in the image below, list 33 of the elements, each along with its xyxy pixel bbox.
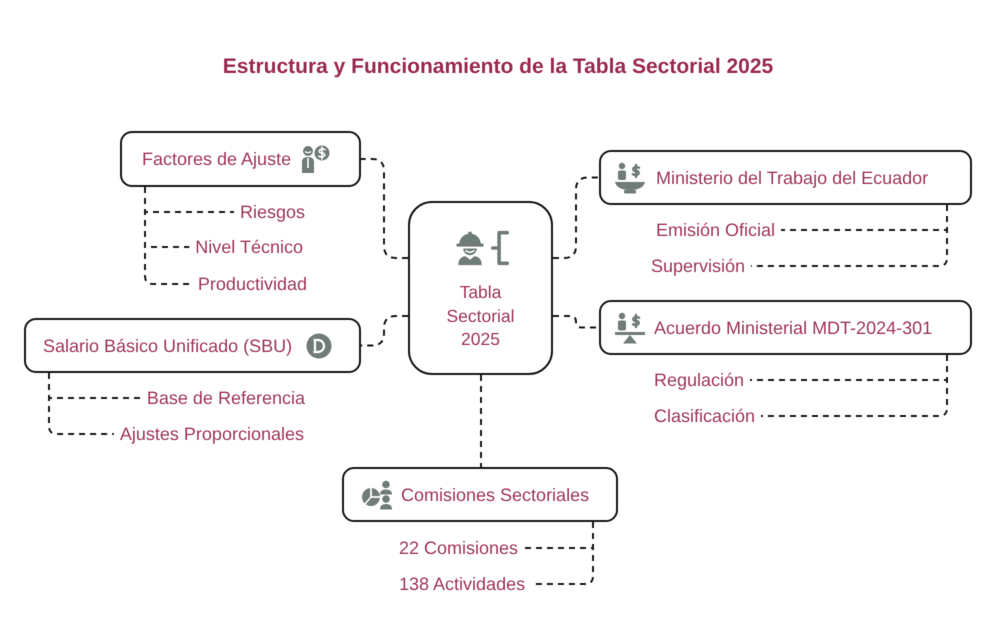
dashed-connector (761, 355, 948, 417)
dashed-connector (48, 373, 114, 435)
topic-label: Acuerdo Ministerial MDT-2024-301 (654, 316, 932, 338)
subtopic-label: Base de Referencia (140, 387, 311, 409)
topic-label: Factores de Ajuste (142, 148, 292, 170)
subtopic-label: Clasificación (648, 405, 762, 427)
subtopic-label: Productividad (192, 273, 313, 295)
subtopic-label: Ajustes Proporcionales (114, 423, 310, 445)
subtopic-label: Regulación (648, 369, 750, 391)
dashed-connector (361, 158, 408, 259)
subtopic-label: Supervisión (645, 255, 752, 277)
subtopic-label: 22 Comisiones (393, 537, 524, 559)
subtopic-label: Riesgos (234, 201, 311, 223)
topic-label: Ministerio del Trabajo del Ecuador (656, 166, 928, 188)
dashed-connector (361, 315, 408, 346)
topic-box (120, 131, 361, 187)
dashed-connector (480, 375, 482, 467)
central-topic-box (408, 201, 553, 375)
dashed-connector (751, 205, 948, 267)
topic-box (342, 467, 618, 522)
subtopic-label: Emisión Oficial (650, 219, 782, 241)
dashed-connector (553, 315, 599, 328)
topic-label: Tabla Sectorial 2025 (445, 281, 516, 351)
subtopic-label: 138 Actividades (393, 573, 532, 595)
topic-label: Comisiones Sectoriales (401, 484, 590, 506)
topic-box (24, 318, 361, 373)
topic-box (599, 300, 972, 355)
dashed-connector (144, 187, 192, 285)
topic-box (599, 150, 972, 205)
diagram-title: Estructura y Funcionamiento de la Tabla Sectorial 2025 (222, 55, 774, 79)
subtopic-label: Nivel Técnico (189, 236, 309, 258)
topic-label: Salario Básico Unificado (SBU) (43, 334, 292, 356)
dashed-connector (553, 176, 599, 259)
